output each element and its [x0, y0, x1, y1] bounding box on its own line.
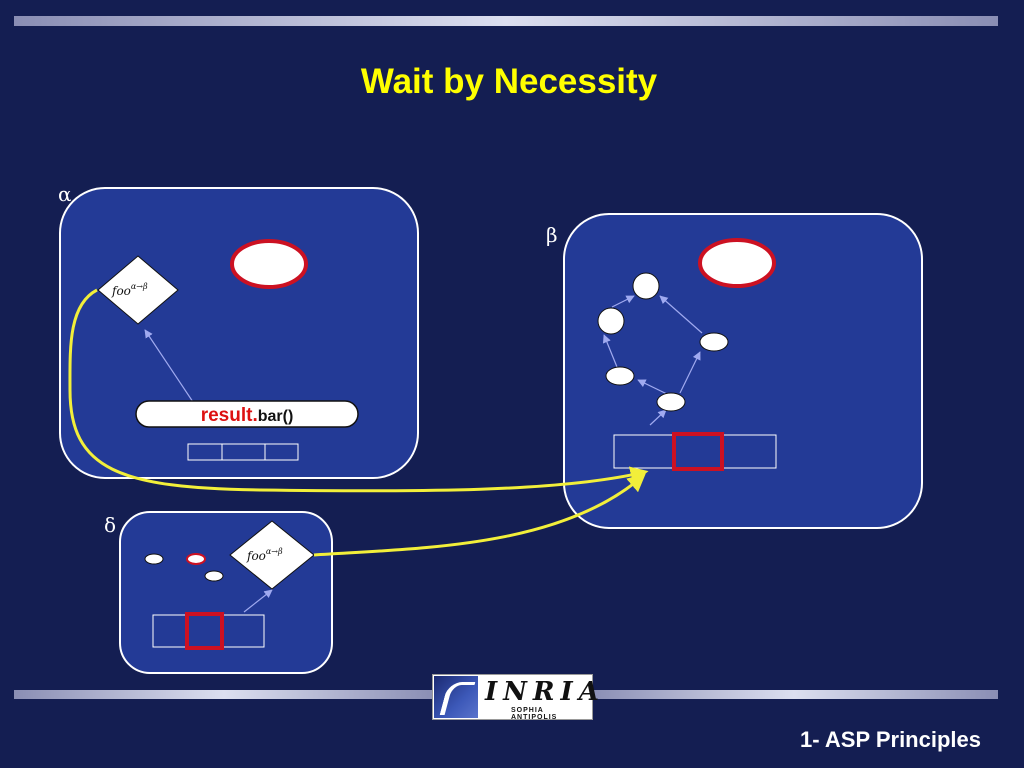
delta-object [144, 553, 164, 565]
beta-served-request [672, 432, 724, 471]
delta-future-reference-curve [313, 473, 646, 557]
delta-object [204, 570, 224, 582]
delta-activity-box [119, 511, 333, 674]
beta-request-queue [613, 432, 777, 471]
alpha-activity-box [59, 187, 419, 479]
alpha-request-queue [187, 443, 299, 461]
beta-activity-label: β [546, 223, 558, 247]
alpha-future-node [97, 255, 179, 325]
slide-title: Wait by Necessity [360, 62, 658, 101]
delta-future-label: fooα→β [246, 547, 283, 563]
result-call-text: result.bar() [201, 405, 294, 426]
delta-request-queue [152, 612, 265, 650]
delta-reference-arrow [243, 589, 273, 613]
beta-active-object [698, 238, 776, 288]
delta-pending-request [185, 612, 224, 650]
delta-active-object [186, 553, 206, 565]
slide-footer: 1- ASP Principles [800, 727, 981, 752]
bottom-decorative-bar [590, 690, 998, 699]
alpha-reference-arrow [144, 329, 194, 403]
result-call-box [135, 400, 359, 428]
inria-logo-word: INRIA [485, 677, 605, 707]
alpha-active-object [230, 239, 308, 289]
inria-logo-mark [434, 676, 478, 718]
bottom-decorative-bar [14, 690, 434, 699]
delta-activity-label: δ [104, 513, 117, 537]
alpha-future-reference-curve [68, 288, 649, 493]
inria-logo-subtitle: SOPHIA ANTIPOLIS [511, 707, 558, 721]
delta-future-node [229, 520, 315, 590]
top-decorative-bar [14, 16, 998, 26]
inria-logo: INRIA SOPHIA ANTIPOLIS [432, 674, 599, 721]
alpha-activity-label: α [58, 182, 72, 206]
alpha-future-label: fooα→β [111, 282, 148, 298]
beta-object-graph [597, 272, 729, 426]
